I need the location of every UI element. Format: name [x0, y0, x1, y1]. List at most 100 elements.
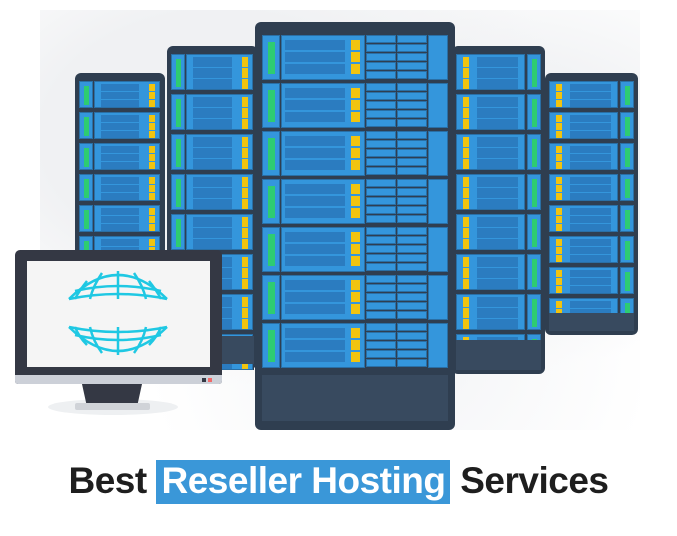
- status-panel: [262, 323, 280, 368]
- vent-slot: [397, 302, 427, 310]
- yellow-led: [351, 184, 360, 194]
- side-panel: [428, 35, 448, 80]
- yellow-led: [463, 268, 469, 278]
- yellow-led: [556, 115, 562, 122]
- vent-slot: [366, 53, 396, 61]
- drive-bay: [570, 224, 611, 231]
- drive-bay: [570, 84, 611, 91]
- drive-bay: [477, 308, 518, 318]
- status-panel: [79, 205, 93, 232]
- vent-slot: [366, 119, 396, 127]
- vent-slot: [366, 311, 396, 319]
- drive-bay: [101, 131, 139, 138]
- green-led: [532, 299, 537, 327]
- title-suffix: Services: [460, 460, 609, 501]
- power-button: [202, 378, 206, 382]
- vent-slot: [397, 206, 427, 214]
- status-panel: [527, 254, 541, 290]
- server-unit: [456, 294, 541, 330]
- yellow-led: [351, 232, 360, 242]
- drive-bay: [285, 256, 345, 266]
- drive-panel: [549, 174, 618, 201]
- drive-panel: [186, 54, 253, 90]
- drive-bay: [477, 188, 518, 198]
- yellow-led: [149, 162, 155, 169]
- yellow-led: [351, 292, 360, 302]
- server-rack-right: [452, 46, 545, 374]
- status-panel: [262, 275, 280, 320]
- drive-bay: [570, 92, 611, 99]
- server-unit: [171, 134, 254, 170]
- vent-slot: [397, 323, 427, 331]
- yellow-led: [149, 224, 155, 231]
- drive-bay: [570, 216, 611, 223]
- green-led: [84, 117, 89, 136]
- drive-bay: [285, 232, 345, 242]
- server-rack-center: [255, 22, 455, 430]
- yellow-led: [351, 256, 360, 266]
- drive-bay: [570, 154, 611, 161]
- page-title: Best Reseller Hosting Services: [0, 460, 677, 504]
- title-highlight: Reseller Hosting: [156, 460, 451, 504]
- drive-bay: [477, 97, 518, 107]
- vent-slot: [366, 167, 396, 175]
- vent-slot: [366, 83, 396, 91]
- drive-panel: [281, 131, 365, 176]
- drive-bay: [285, 160, 345, 170]
- drive-bay: [477, 279, 518, 289]
- yellow-led: [242, 68, 248, 78]
- drive-bay: [285, 40, 345, 50]
- drive-bay: [101, 146, 139, 153]
- yellow-led: [242, 177, 248, 187]
- yellow-led: [351, 196, 360, 206]
- drive-bay: [101, 154, 139, 161]
- status-panel: [527, 134, 541, 170]
- drive-panel: [281, 275, 365, 320]
- server-rack-far-right: [545, 73, 638, 335]
- yellow-led: [242, 137, 248, 147]
- green-led: [532, 259, 537, 287]
- drive-bay: [570, 309, 611, 316]
- server-unit: [549, 267, 634, 294]
- vent-slot: [366, 227, 396, 235]
- yellow-led: [242, 268, 248, 278]
- vent-slot: [397, 44, 427, 52]
- yellow-led: [351, 100, 360, 110]
- yellow-led: [556, 177, 562, 184]
- server-unit: [171, 54, 254, 90]
- drive-bay: [193, 217, 232, 227]
- vent-slot: [366, 350, 396, 358]
- server-unit: [456, 214, 541, 250]
- vent-slot: [397, 188, 427, 196]
- server-unit: [79, 174, 161, 201]
- green-led: [625, 179, 630, 198]
- drive-panel: [549, 81, 618, 108]
- drive-panel: [186, 214, 253, 250]
- yellow-led: [351, 136, 360, 146]
- yellow-led: [463, 159, 469, 169]
- yellow-led: [149, 131, 155, 138]
- yellow-led: [242, 148, 248, 158]
- monitor-bezel: [15, 375, 222, 384]
- yellow-led: [351, 340, 360, 350]
- server-unit: [456, 54, 541, 90]
- yellow-led: [463, 319, 469, 329]
- status-panel: [79, 143, 93, 170]
- yellow-led: [351, 280, 360, 290]
- vent-slot: [397, 62, 427, 70]
- yellow-led: [463, 257, 469, 267]
- yellow-led: [242, 188, 248, 198]
- green-led: [532, 179, 537, 207]
- yellow-led: [351, 112, 360, 122]
- yellow-led: [463, 279, 469, 289]
- green-led: [532, 139, 537, 167]
- yellow-led: [242, 199, 248, 209]
- vent-slot: [366, 188, 396, 196]
- yellow-led: [242, 217, 248, 227]
- yellow-led: [149, 185, 155, 192]
- drive-bay: [477, 217, 518, 227]
- yellow-led: [556, 216, 562, 223]
- drive-bay: [101, 115, 139, 122]
- drive-bay: [285, 292, 345, 302]
- drive-bay: [193, 177, 232, 187]
